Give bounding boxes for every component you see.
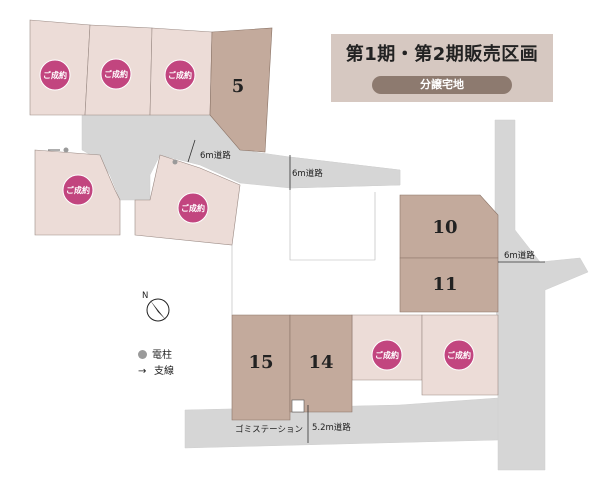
compass-north-label: N: [142, 291, 148, 301]
lot-14-label: 14: [308, 352, 333, 373]
road-label-6m-b: 6m道路: [292, 168, 323, 179]
available-lots: [209, 27, 499, 421]
lot-5: [209, 27, 273, 153]
svg-text:ご成約: ご成約: [447, 350, 471, 360]
sold-lots: [29, 19, 499, 396]
legend-utility-pole-label: 電柱: [152, 350, 172, 361]
utility-pole-icon: [138, 350, 147, 359]
road-label-5-2m: 5.2m道路: [312, 422, 351, 433]
road-label-6m-a: 6m道路: [200, 150, 231, 161]
center-area-outline: [231, 188, 376, 315]
legend-utility-pole: 電柱: [138, 346, 172, 361]
lot-11-label: 11: [432, 274, 457, 295]
page-title: 第1期・第2期販売区画: [345, 44, 539, 65]
lot-15: [231, 314, 291, 421]
sold-badge: ご成約: [371, 339, 403, 371]
sold-badge: ご成約: [100, 58, 132, 90]
sold-badge: ご成約: [39, 59, 71, 91]
lot-10-label: 10: [432, 217, 457, 238]
compass: N: [142, 291, 170, 322]
page-subtitle: 分譲宅地: [372, 76, 512, 94]
title-panel: 第1期・第2期販売区画 分譲宅地: [331, 34, 553, 102]
utility-pole-icon: [63, 147, 69, 153]
sold-badge: ご成約: [177, 192, 209, 224]
sold-badge: ご成約: [443, 339, 475, 371]
legend-guy-wire-label: 支線: [154, 366, 174, 377]
lot-15-label: 15: [248, 352, 273, 373]
lot-11: [399, 257, 499, 313]
svg-text:ご成約: ご成約: [104, 69, 128, 79]
svg-text:ご成約: ご成約: [181, 203, 205, 213]
svg-text:ご成約: ご成約: [168, 70, 192, 80]
sold-badges: ご成約 ご成約 ご成約 ご成約 ご成約 ご成約 ご成約: [39, 58, 475, 371]
lot-5-label: 5: [232, 76, 245, 97]
east-vertical-road: [494, 119, 589, 471]
sold-badge: ご成約: [164, 59, 196, 91]
svg-text:ご成約: ご成約: [375, 350, 399, 360]
guy-wire-icon: →: [138, 366, 147, 377]
lot-10: [399, 194, 499, 259]
road-markers: [187, 139, 545, 443]
lot-14: [289, 314, 353, 413]
utility-pole-icon: [172, 159, 178, 165]
utility-markers: [48, 147, 178, 165]
sold-badge: ご成約: [62, 174, 94, 206]
road-label-6m-c: 6m道路: [504, 250, 535, 261]
garbage-station-label: ゴミステーション: [235, 424, 303, 435]
svg-text:ご成約: ご成約: [66, 185, 90, 195]
legend-guy-wire: → 支線: [138, 362, 174, 377]
garbage-station-box: [291, 399, 305, 413]
compass-needle-icon: [150, 300, 166, 320]
svg-text:ご成約: ご成約: [43, 70, 67, 80]
